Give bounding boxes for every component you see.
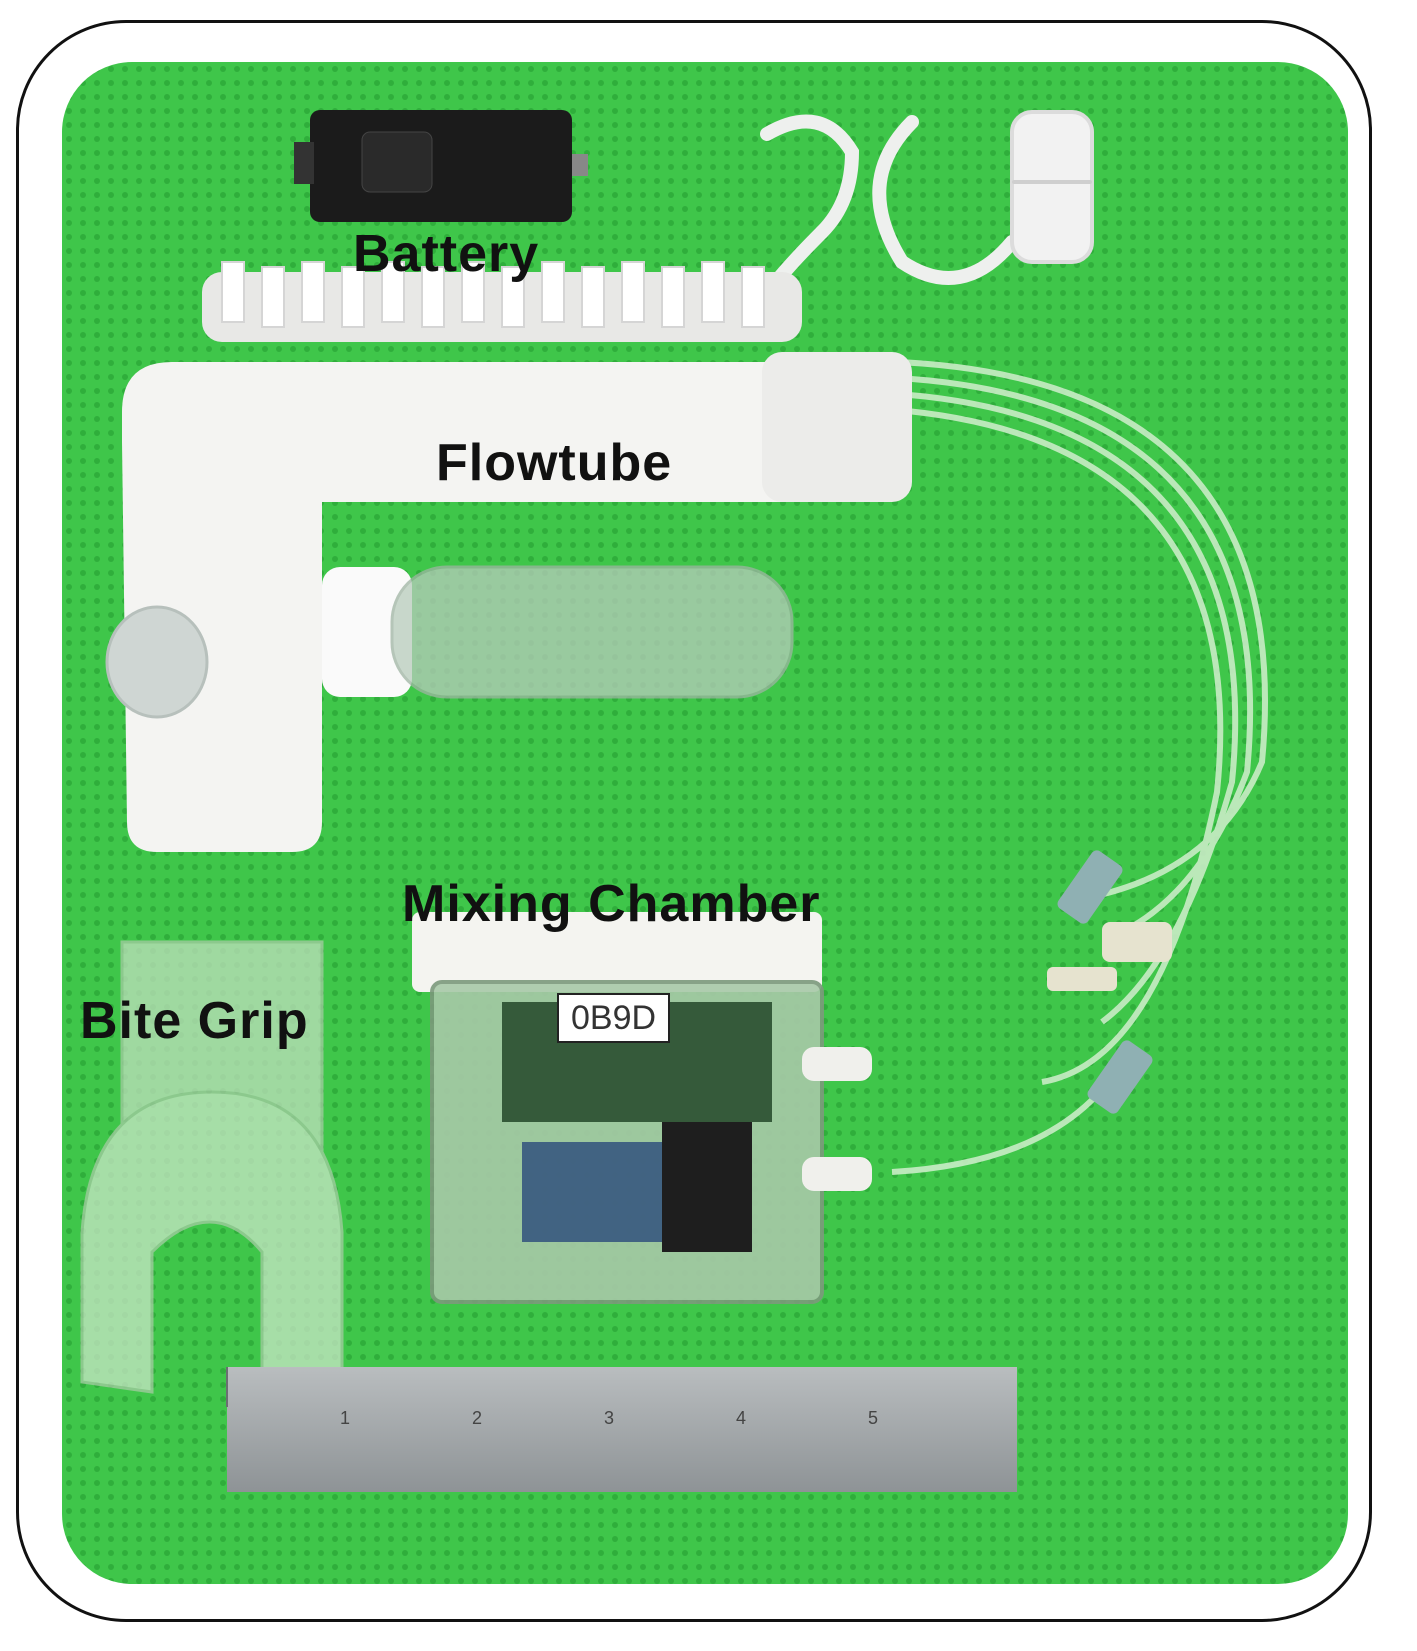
tube-connectors (1047, 850, 1172, 1114)
sampling-tubes (811, 358, 1268, 1175)
ruler-number: 5 (868, 1408, 879, 1428)
flowtube-label: Flowtube (436, 434, 673, 492)
device-photo (62, 62, 1348, 1584)
ruler (226, 1367, 1017, 1492)
flowtube-part (105, 261, 912, 852)
bite-grip-label: Bite Grip (80, 992, 309, 1050)
ruler-number: 1 (340, 1408, 351, 1428)
mixing-chamber-part (412, 912, 872, 1304)
battery-label: Battery (353, 225, 540, 283)
ruler-number: 2 (472, 1408, 483, 1428)
ruler-number: 3 (604, 1408, 615, 1428)
ruler-number: 4 (736, 1408, 747, 1428)
nose-clip-part (760, 110, 1094, 285)
chamber-id-tag: 0B9D (557, 993, 671, 1043)
bite-grip-part (80, 940, 344, 1394)
battery-part (294, 110, 588, 222)
mixing-chamber-label: Mixing Chamber (402, 875, 821, 933)
